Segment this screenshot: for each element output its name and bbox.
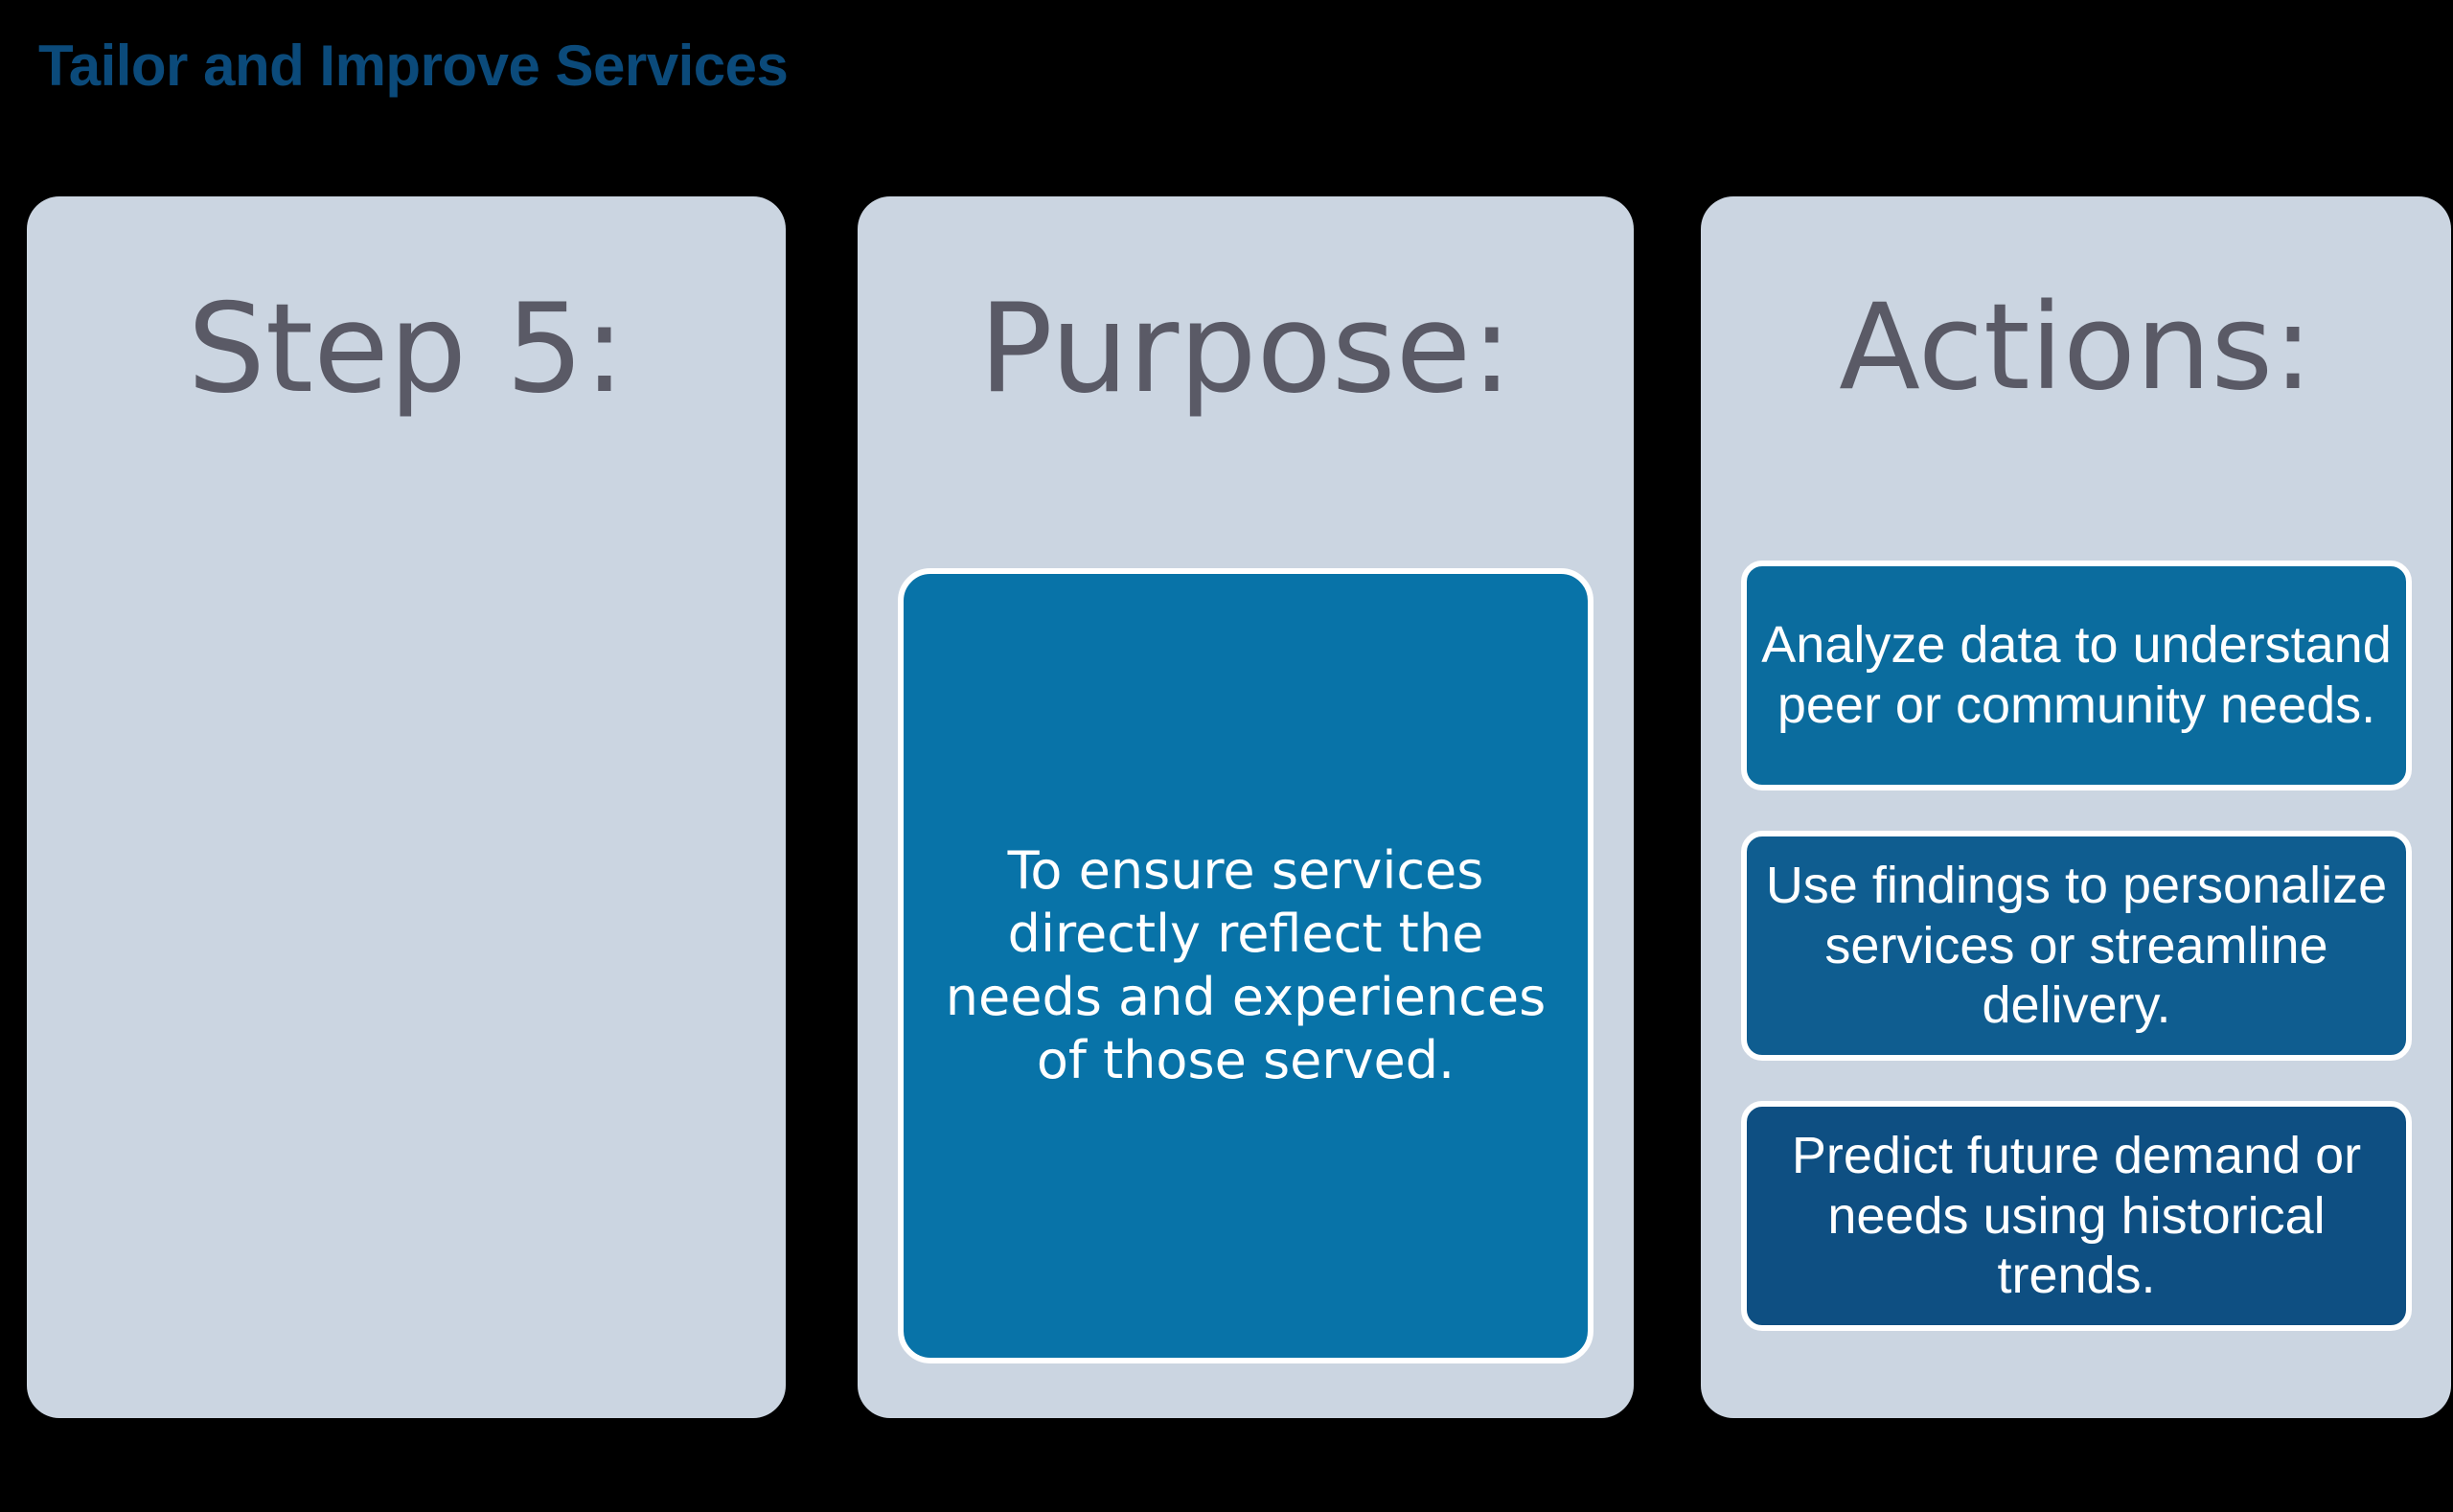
- purpose-statement-text: To ensure services directly reflect the …: [945, 840, 1547, 1090]
- action-item-1-text: Analyze data to understand peer or commu…: [1761, 616, 2392, 734]
- action-item-3: Predict future demand or needs using his…: [1741, 1101, 2412, 1331]
- step-card-row: Step 5: Purpose: To ensure services dire…: [0, 196, 2453, 1423]
- action-item-2-text: Use findings to personalize services or …: [1765, 857, 2388, 1035]
- actions-panel-heading: Actions:: [1839, 279, 2313, 417]
- page-title: Tailor and Improve Services: [38, 34, 789, 98]
- purpose-panel-heading: Purpose:: [978, 278, 1513, 421]
- actions-panel-card: Actions: Analyze data to understand peer…: [1701, 196, 2451, 1418]
- action-item-3-text: Predict future demand or needs using his…: [1791, 1127, 2362, 1305]
- step-panel-card: Step 5:: [27, 196, 786, 1418]
- purpose-statement-box: To ensure services directly reflect the …: [898, 568, 1593, 1363]
- step-panel-heading: Step 5:: [187, 278, 626, 421]
- actions-list: Analyze data to understand peer or commu…: [1741, 561, 2412, 1331]
- action-item-2: Use findings to personalize services or …: [1741, 831, 2412, 1061]
- action-item-1: Analyze data to understand peer or commu…: [1741, 561, 2412, 790]
- purpose-panel-card: Purpose: To ensure services directly ref…: [858, 196, 1634, 1418]
